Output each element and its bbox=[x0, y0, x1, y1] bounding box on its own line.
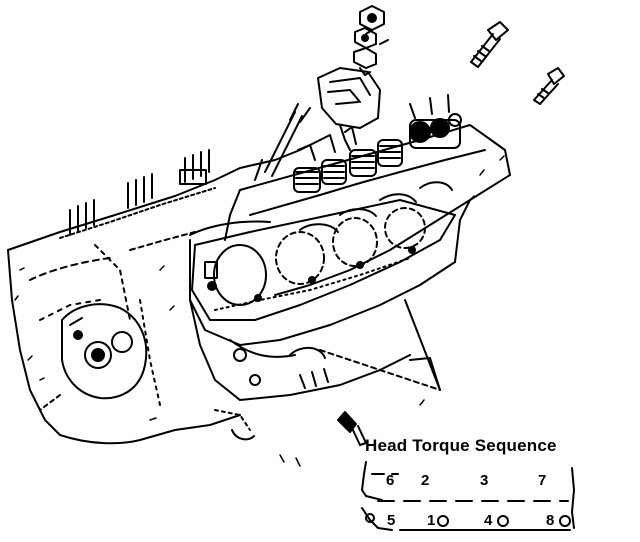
texture-marks bbox=[14, 155, 505, 467]
seq-number-6: 6 bbox=[386, 472, 395, 489]
callout-leader bbox=[319, 299, 441, 391]
seq-number-3: 3 bbox=[480, 472, 489, 489]
seq-number-5: 5 bbox=[387, 512, 396, 529]
timing-cover bbox=[39, 303, 148, 411]
torque-sequence-title: Head Torque Sequence bbox=[365, 436, 557, 455]
rocker-nuts bbox=[353, 5, 389, 76]
head-bolt-right bbox=[533, 67, 565, 105]
seq-number-2: 2 bbox=[421, 472, 430, 489]
seq-number-4: 4 bbox=[484, 512, 493, 529]
engine-block-outline bbox=[7, 139, 321, 445]
seq-number-8: 8 bbox=[546, 512, 555, 529]
torque-sequence-frame bbox=[361, 461, 575, 531]
head-bolt-top bbox=[470, 21, 509, 68]
valve-springs bbox=[293, 94, 462, 193]
head-gasket bbox=[191, 199, 456, 321]
seq-number-7: 7 bbox=[538, 472, 547, 489]
block-deck bbox=[189, 299, 411, 441]
pushrods bbox=[254, 103, 311, 181]
rocker-assembly bbox=[317, 67, 381, 151]
head-bolt-bottom bbox=[337, 411, 367, 446]
seq-number-1: 1 bbox=[427, 512, 436, 529]
left-bank-valve-train bbox=[59, 149, 216, 239]
